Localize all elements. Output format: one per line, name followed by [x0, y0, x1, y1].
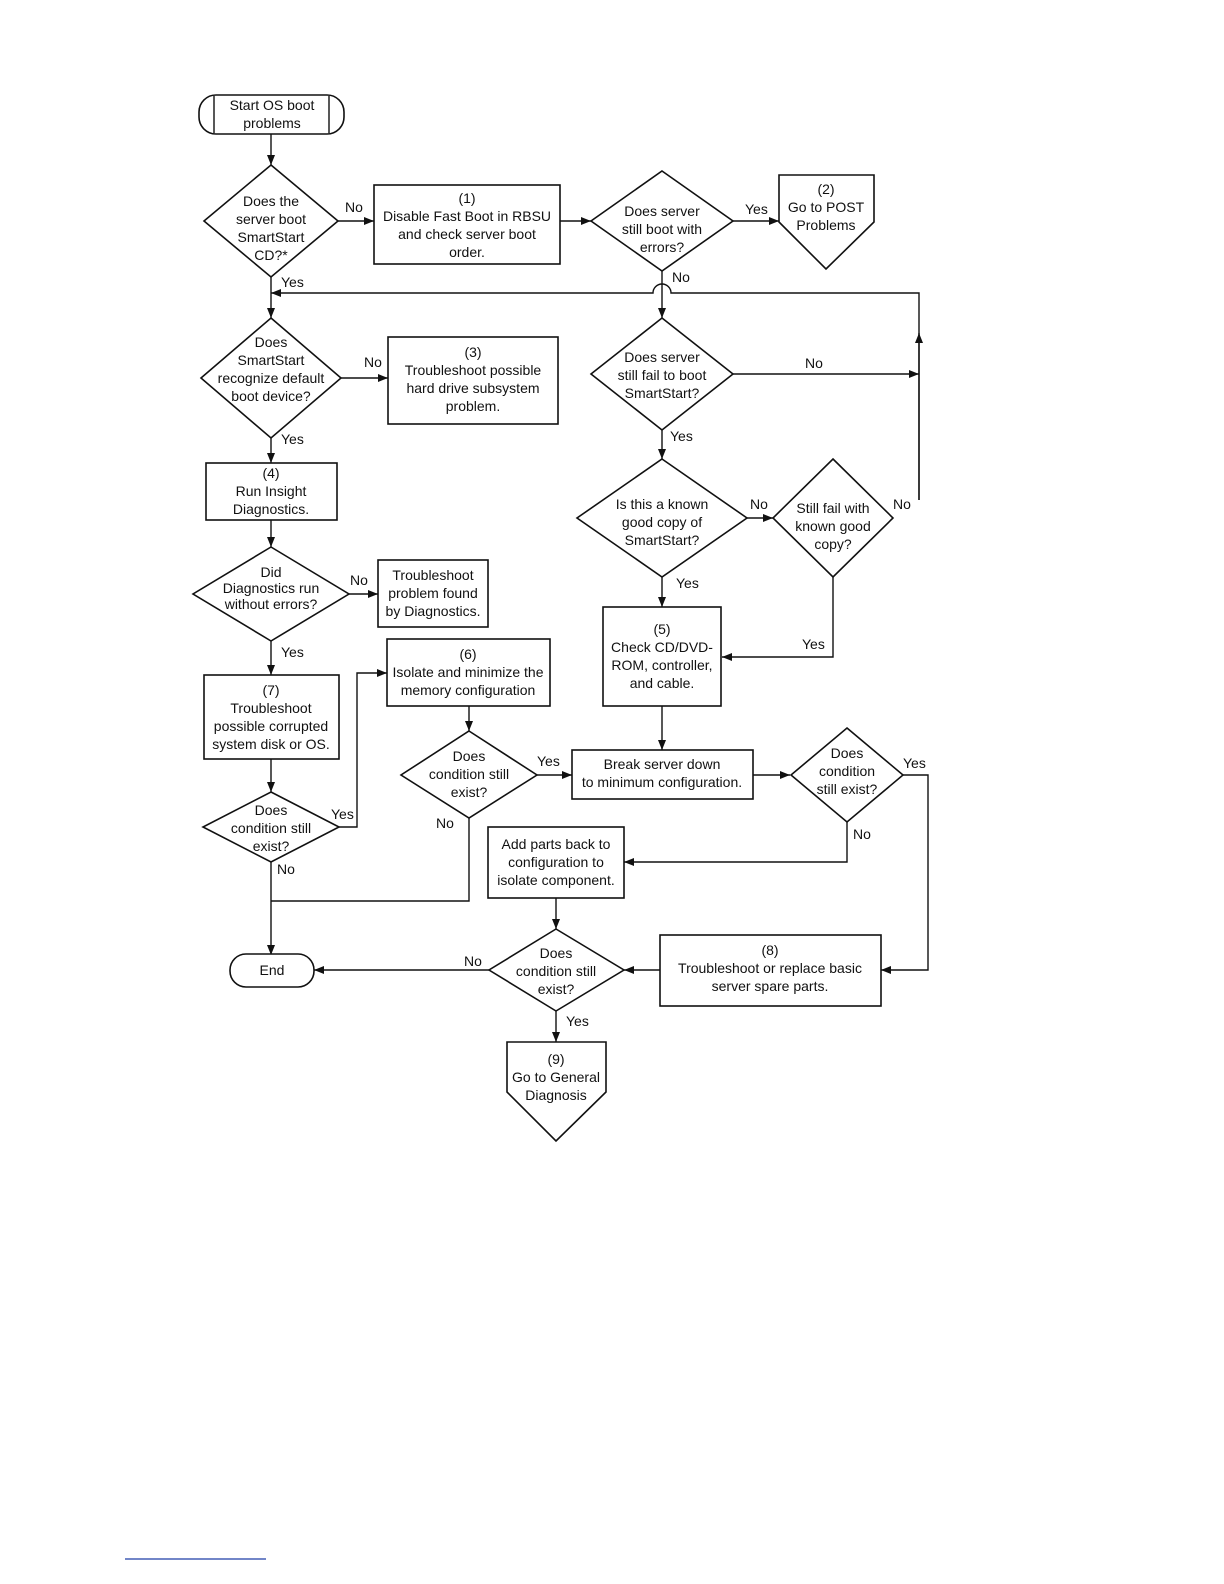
label-yes: Yes [566, 1013, 589, 1029]
label-no: No [750, 496, 768, 512]
label-no: No [464, 953, 482, 969]
connector [271, 818, 470, 902]
connectors [267, 134, 929, 1042]
step-5-check-cd-dvd-rom: (5)Check CD/DVD-ROM, controller,and cabl… [602, 606, 722, 707]
label-yes: Yes [676, 575, 699, 591]
label-yes: Yes [331, 806, 354, 822]
connector [339, 669, 387, 828]
label-yes: Yes [903, 755, 926, 771]
label-no: No [277, 861, 295, 877]
label-yes: Yes [745, 201, 768, 217]
svg-text:End: End [260, 962, 285, 978]
connector [624, 822, 848, 866]
label-yes: Yes [537, 753, 560, 769]
label-no: No [805, 355, 823, 371]
loop-back-connector [271, 283, 920, 500]
label-yes: Yes [281, 274, 304, 290]
end-terminator: End [229, 953, 315, 988]
label-no: No [853, 826, 871, 842]
label-yes: Yes [281, 431, 304, 447]
label-no: No [364, 354, 382, 370]
label-no: No [345, 199, 363, 215]
connector [722, 577, 834, 661]
label-no: No [672, 269, 690, 285]
label-yes: Yes [802, 636, 825, 652]
connector-labels: No Yes Yes No No No Yes Yes No No No Yes… [277, 199, 926, 1029]
label-no: No [436, 815, 454, 831]
connector [881, 774, 929, 974]
label-yes: Yes [281, 644, 304, 660]
svg-text:(5)Check CD/DVD-ROM, controlle: (5)Check CD/DVD-ROM, controller,and cabl… [611, 621, 713, 691]
label-no: No [893, 496, 911, 512]
label-no: No [350, 572, 368, 588]
label-yes: Yes [670, 428, 693, 444]
